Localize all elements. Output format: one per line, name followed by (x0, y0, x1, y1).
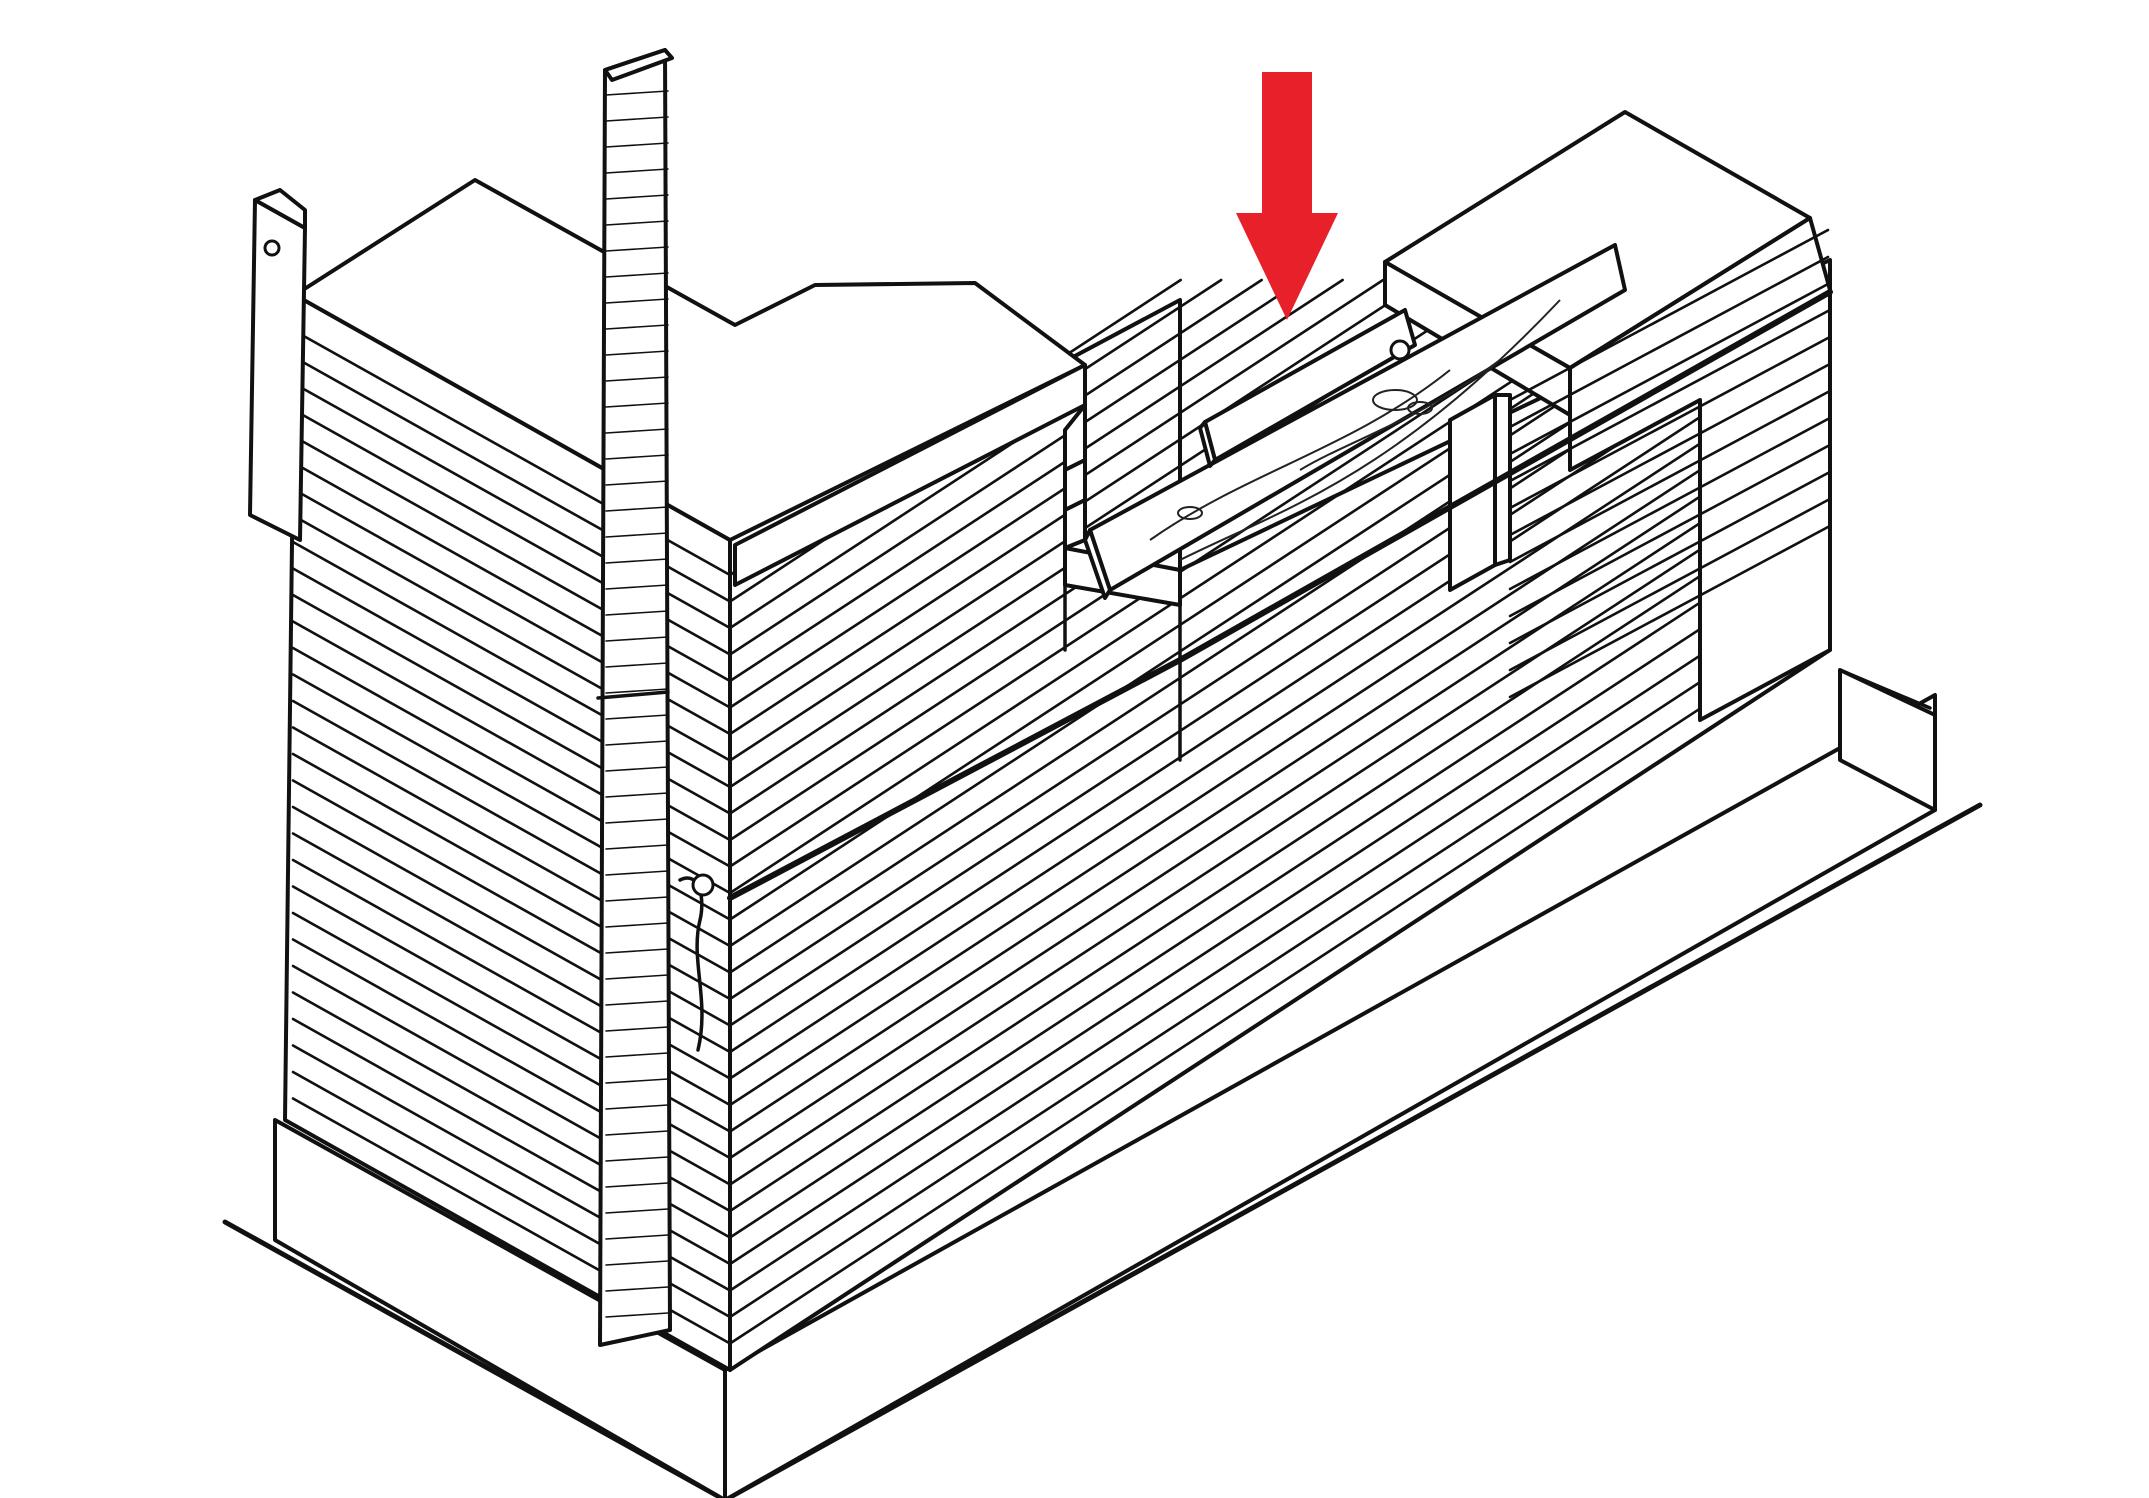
right-course-line (1508, 444, 1830, 618)
front-course-line (728, 278, 1304, 656)
front-course-line (728, 542, 1832, 1266)
pole-grain-line (605, 428, 669, 434)
front-course-line (728, 410, 1832, 1133)
pole-grain-line (605, 792, 669, 798)
right-course-line (1508, 363, 1830, 537)
right-course-line (1508, 390, 1830, 564)
front-course-line (728, 357, 1832, 1080)
right-course-line (1508, 336, 1830, 510)
pole-grain-line (605, 1208, 669, 1214)
pole-grain-line (605, 480, 669, 486)
pole-grain-line (605, 1000, 669, 1006)
front-course-line (728, 278, 1344, 683)
pole-grain-line (605, 740, 669, 746)
front-course-line (728, 330, 1832, 1054)
pole-grain-line (605, 506, 669, 512)
pole-grain-line (605, 376, 669, 382)
pole-grain-line (605, 1312, 669, 1318)
front-course-line (728, 622, 1832, 1345)
arrow-down-icon (1236, 72, 1338, 320)
right-course-line (1508, 309, 1830, 483)
pole-grain-line (605, 714, 669, 720)
pole-grain-line (605, 1052, 669, 1058)
foundation-plinth (273, 668, 1937, 1498)
pole-grain-line (605, 584, 669, 590)
pole-grain-line (605, 1156, 669, 1162)
pole-grain-line (605, 688, 669, 694)
pole-grain-line (605, 324, 669, 330)
left-top-surface (293, 178, 1087, 542)
right-course-line (1508, 525, 1830, 699)
pole-grain-line (605, 974, 669, 980)
spirit-level (1198, 308, 1417, 468)
pole-grain-line (605, 298, 669, 304)
stepped-courses (733, 363, 1182, 762)
front-course-line (728, 278, 1385, 709)
right-course-line (1508, 228, 1830, 402)
pole-grain-line (605, 1182, 669, 1188)
pole-grain-line (605, 246, 669, 252)
pole-grain-line (605, 454, 669, 460)
pole-grain-line (605, 532, 669, 538)
pole-grain-line (605, 818, 669, 824)
front-course-line (728, 383, 1832, 1107)
pole-grain-line (605, 558, 669, 564)
right-course-line (1508, 498, 1830, 672)
front-course-line (728, 595, 1832, 1319)
pole-grain-line (605, 896, 669, 902)
pole-grain-line (605, 168, 669, 174)
front-course-line (728, 278, 1263, 630)
pole-grain-line (605, 1286, 669, 1292)
pole-grain-line (605, 116, 669, 122)
pole-grain-line (605, 90, 669, 96)
right-course-line (1508, 471, 1830, 645)
pole-grain-line (605, 194, 669, 200)
front-course-line (728, 569, 1832, 1292)
pole-grain-line (605, 948, 669, 954)
pole-grain-line (605, 220, 669, 226)
pole-grain-line (605, 922, 669, 928)
pole-grain-line (605, 1078, 669, 1084)
front-course-line (728, 278, 1668, 895)
front-course-line (728, 436, 1832, 1160)
right-course-line (1508, 255, 1830, 429)
pole-grain-line (605, 1130, 669, 1136)
front-course-line (728, 463, 1832, 1186)
front-course-line (728, 516, 1832, 1239)
front-course-line (728, 489, 1832, 1213)
pole-grain-line (605, 1026, 669, 1032)
corner-pole (596, 48, 715, 1347)
pole-grain-line (605, 844, 669, 850)
pole-grain-line (605, 610, 669, 616)
pole-grain-line (605, 636, 669, 642)
pole-grain-line (605, 1234, 669, 1240)
pole-grain-line (605, 142, 669, 148)
pole-grain-line (605, 870, 669, 876)
left-small-post (248, 188, 307, 542)
pole-grain-line (605, 1104, 669, 1110)
pole-grain-line (605, 1260, 669, 1266)
pole-grain-line (605, 272, 669, 278)
right-course-line (1508, 282, 1830, 456)
level-board (1083, 243, 1627, 600)
right-course-line (1508, 417, 1830, 591)
pole-grain-line (605, 350, 669, 356)
pole-grain-line (605, 766, 669, 772)
string-line (727, 289, 1833, 901)
pole-grain-line (605, 402, 669, 408)
pole-grain-line (605, 662, 669, 668)
